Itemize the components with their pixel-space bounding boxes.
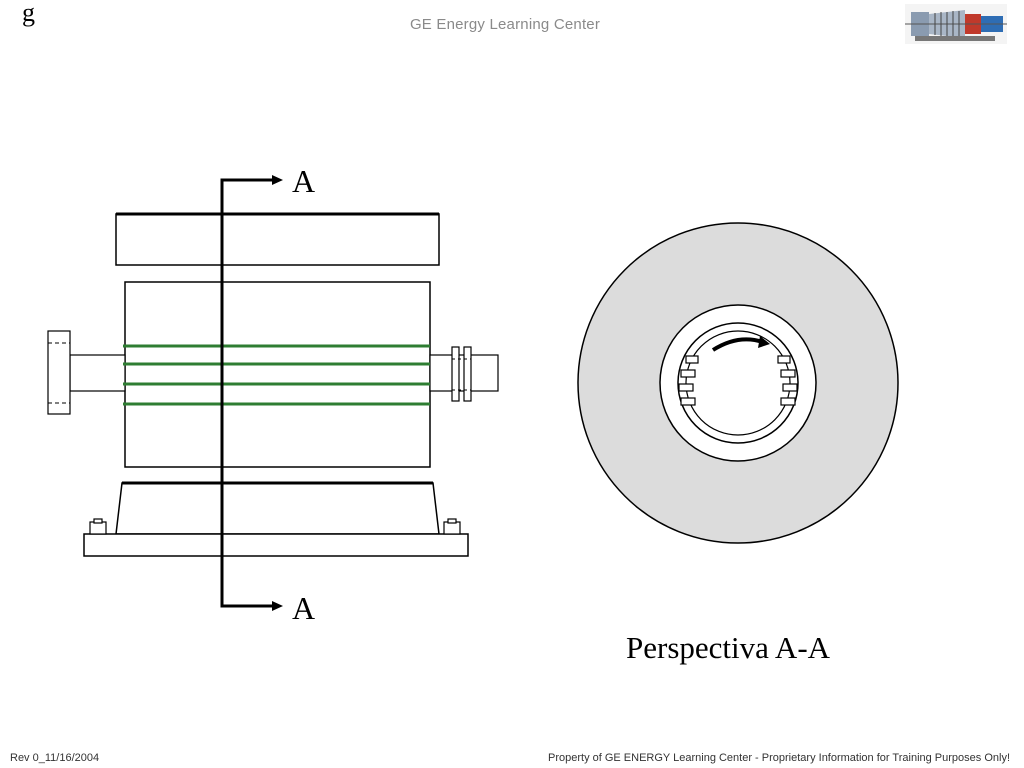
collector-ring-1 — [451, 346, 460, 402]
top-cover — [115, 213, 440, 266]
left-coupling — [47, 330, 71, 415]
ge-logo: g — [22, 0, 35, 27]
cross-section-view — [577, 222, 899, 544]
section-arrow-bottom — [272, 601, 283, 611]
section-caption: Perspectiva A-A — [626, 630, 831, 665]
base-plate — [83, 533, 469, 557]
rotation-arrow-icon — [711, 337, 764, 352]
rotor-body — [685, 330, 791, 436]
base-pedestal — [115, 482, 440, 535]
section-label-top: A — [292, 163, 316, 199]
collector-ring-2 — [463, 346, 472, 402]
header-title: GE Energy Learning Center — [409, 16, 601, 33]
turbine-thumbnail-icon — [905, 4, 1007, 44]
footer-notice: Property of GE ENERGY Learning Center - … — [548, 752, 1010, 764]
section-arrow-top — [272, 175, 283, 185]
rotor-slots — [678, 355, 798, 406]
section-label-bottom: A — [292, 590, 316, 626]
footer-revision: Rev 0_11/16/2004 — [10, 752, 100, 764]
left-shaft — [69, 354, 126, 392]
section-cut-line — [220, 178, 279, 608]
generator-side-view — [47, 175, 499, 611]
stator-body — [124, 281, 431, 468]
stator-windings — [123, 344, 430, 406]
base-bolts — [89, 518, 461, 535]
